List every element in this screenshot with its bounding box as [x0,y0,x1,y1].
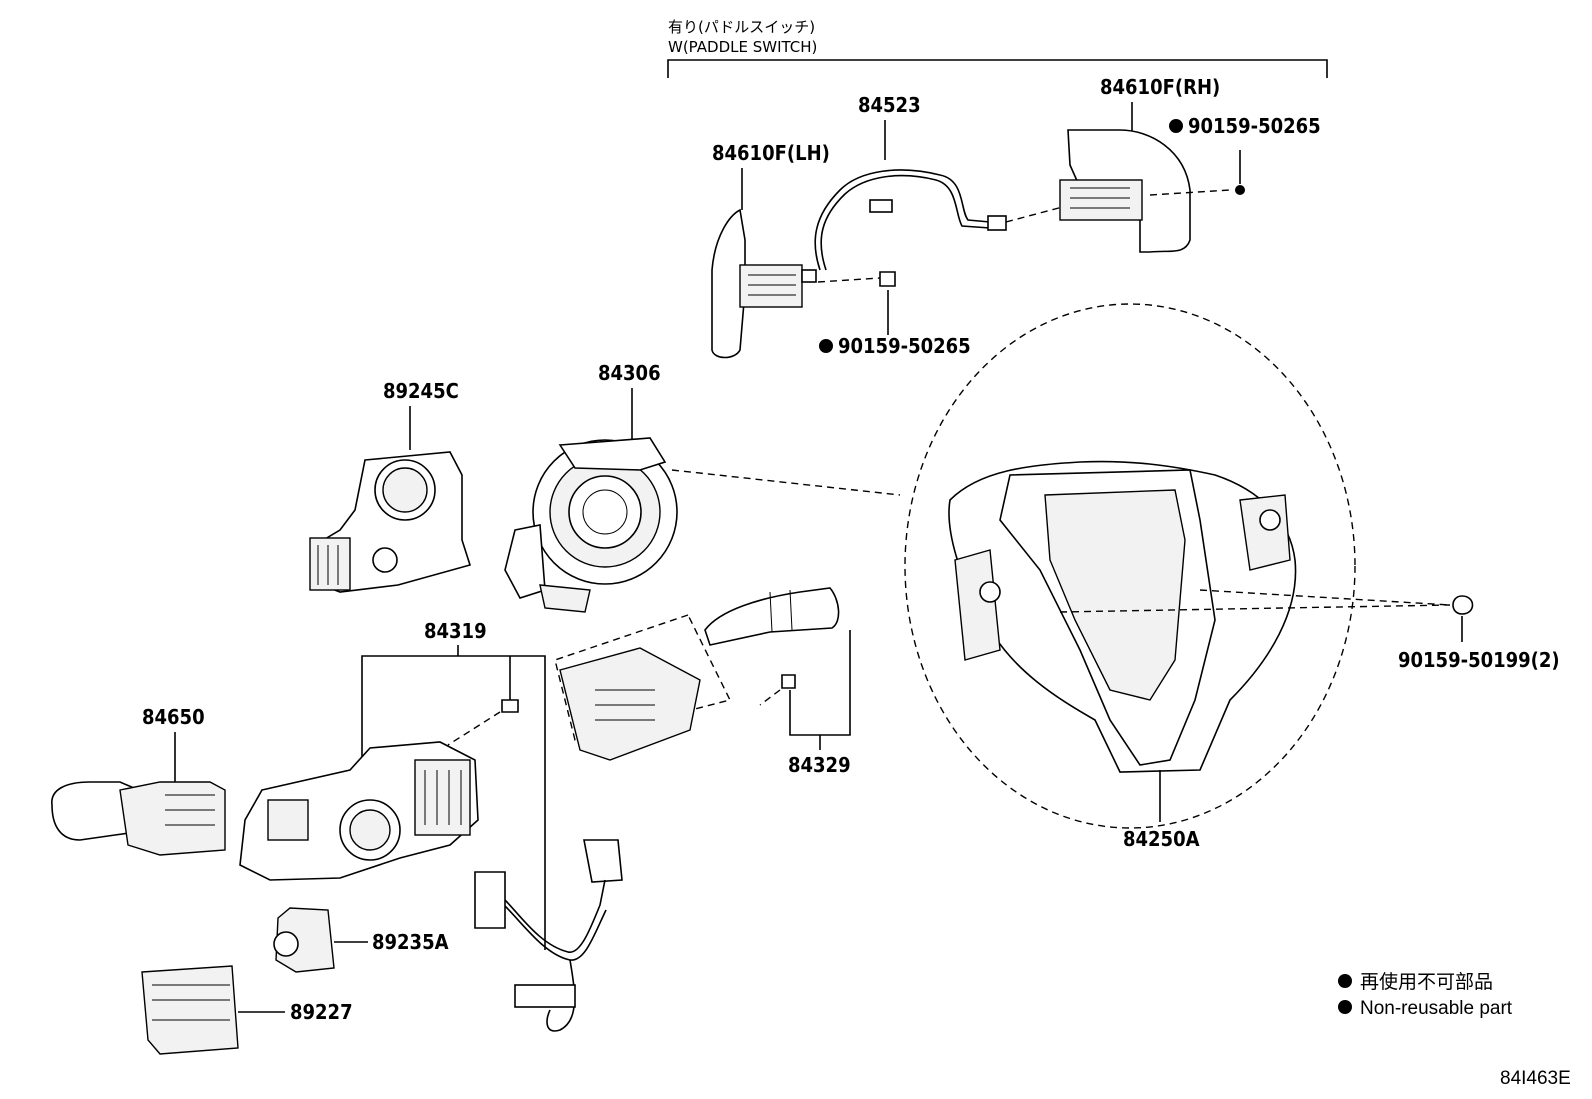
bracket-84329 [789,630,851,736]
harness-84523 [814,169,991,271]
label-90159-50199: 90159-50199(2) [1398,648,1560,672]
label-84250A: 84250A [1123,827,1200,851]
label-84610F-LH: 84610F(LH) [712,141,830,165]
harness-connector-a [869,199,893,213]
harness-connector-c [474,871,506,929]
screw-84329 [781,674,796,689]
wiper-switch-body [119,781,226,856]
screw-lh [879,271,896,287]
legend-en-text: Non-reusable part [1360,998,1513,1019]
label-84306: 84306 [598,361,661,385]
label-84523: 84523 [858,93,921,117]
label-89227: 89227 [290,1000,353,1024]
label-84650: 84650 [142,705,205,729]
label-89245C: 89245C [383,379,459,403]
legend-jp-icon [1338,974,1352,988]
screw-84319 [501,699,519,713]
label-84319: 84319 [424,619,487,643]
sensor-89235A [275,907,335,973]
paddle-switch-lh [711,208,746,359]
paddle-switch-rh-body [1059,179,1143,221]
turn-signal-lever [704,587,840,646]
paddle-switch-header-jp: 有り(パドルスイッチ) [668,18,815,36]
label-89235A: 89235A [372,930,449,954]
steering-wheel-rim [904,303,1356,829]
label-84329: 84329 [788,753,851,777]
bracket-84319 [361,655,546,950]
harness-connector-b [987,215,1007,231]
label-90159-50265-b: 90159-50265 [838,334,971,358]
label-84610F-RH: 84610F(RH) [1100,75,1220,99]
legend-jp-text: 再使用不可部品 [1360,971,1493,993]
paddle-switch-bracket [667,59,1328,78]
label-90159-50265-a: 90159-50265 [1188,114,1321,138]
figure-id: 84I463E [1500,1068,1571,1089]
paddle-switch-lh-body [739,264,803,308]
legend-en-icon [1338,1000,1352,1014]
paddle-switch-header-en: W(PADDLE SWITCH) [668,38,817,56]
non-reusable-icon-b [819,339,833,353]
screw-rh [1235,185,1245,195]
non-reusable-icon-a [1169,119,1183,133]
harness-connector-e [514,984,576,1008]
screw-wheel [1452,595,1474,615]
steering-wheel-left-switch [954,549,1001,661]
module-89227 [141,965,239,1055]
harness-connector-d [583,839,623,883]
turn-signal-switch-body [559,647,701,761]
